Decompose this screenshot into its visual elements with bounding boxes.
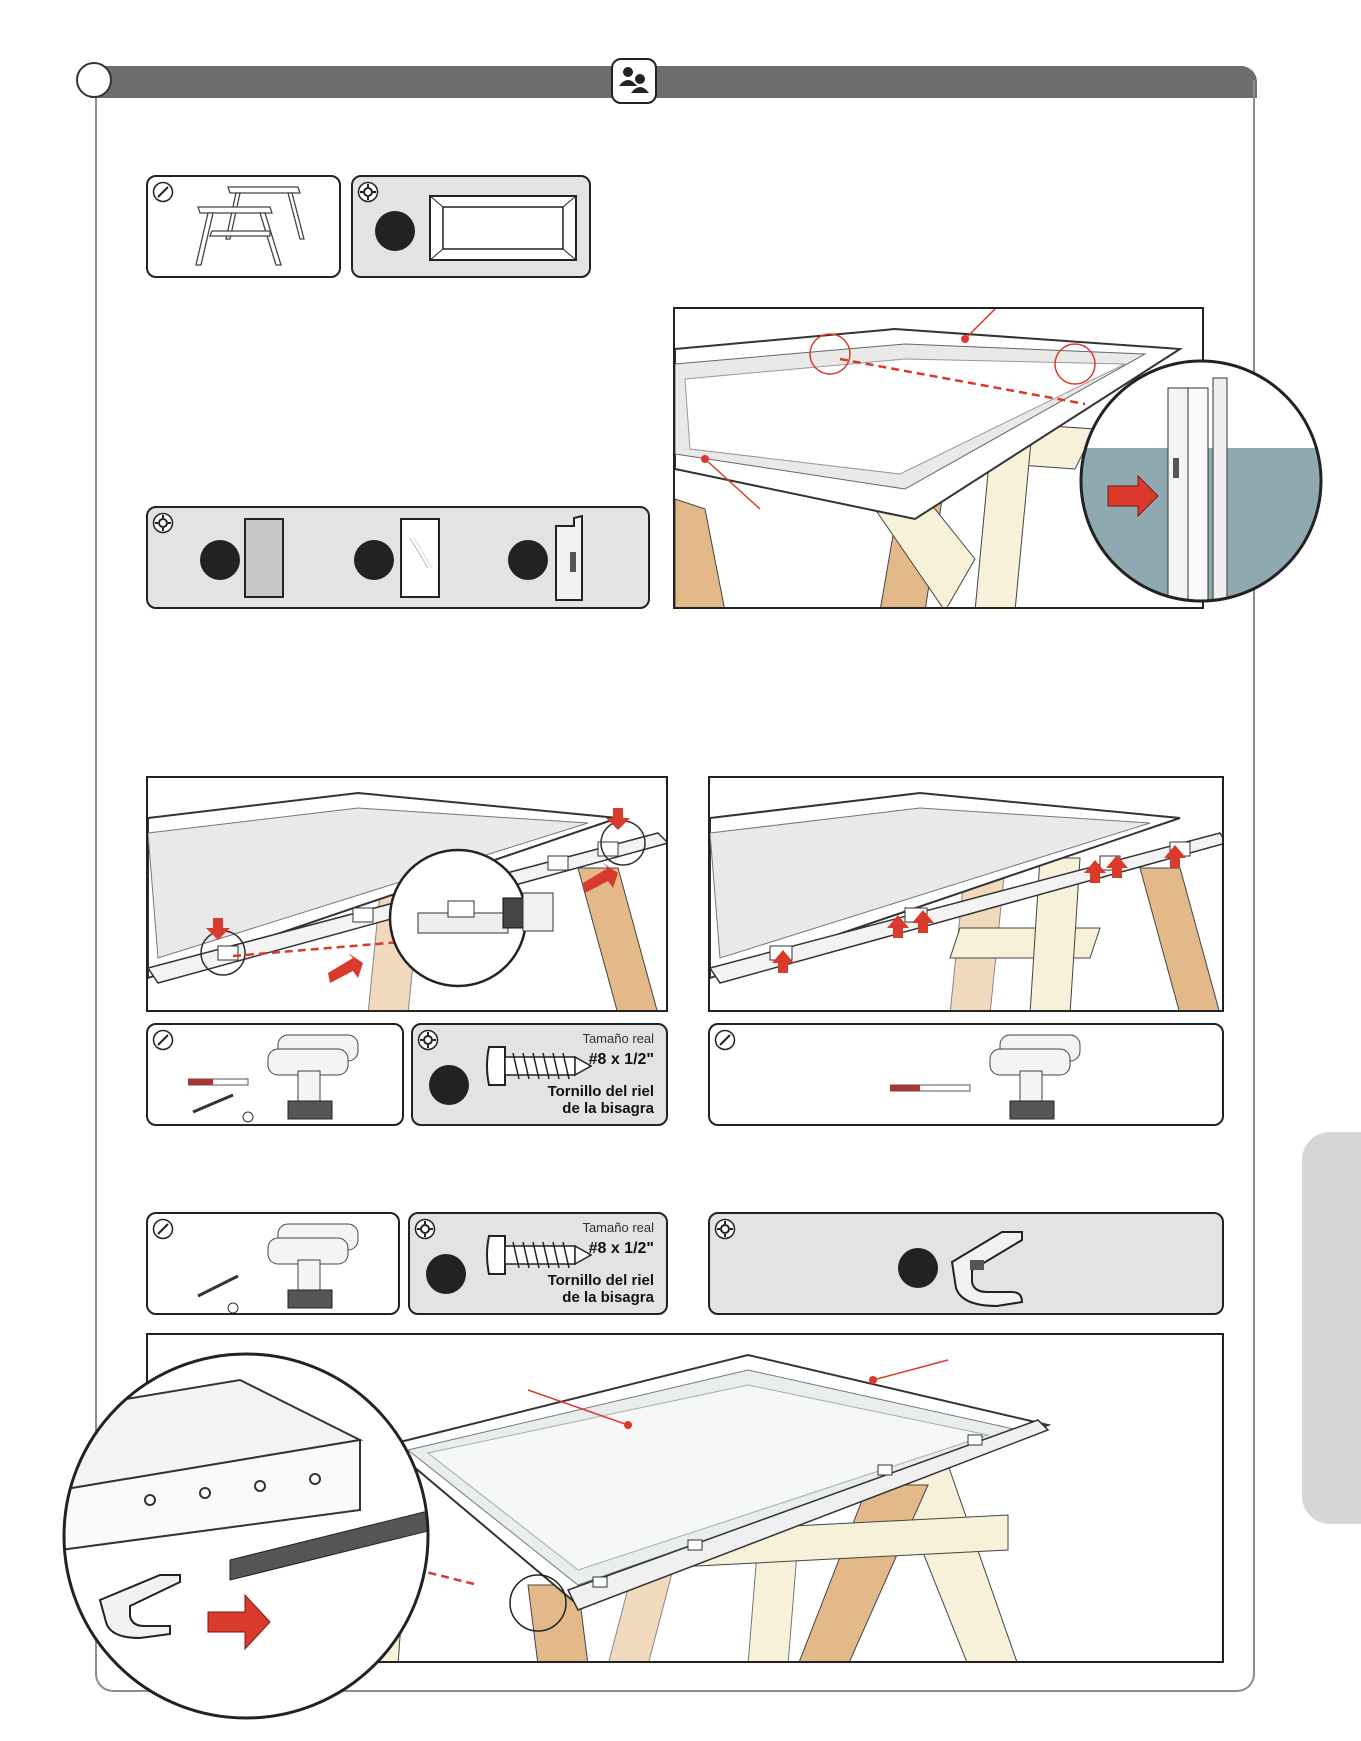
zoom-detail-clip-install (60, 1350, 432, 1722)
clip-bracket-illustration (942, 1222, 1042, 1310)
drill-illustration (890, 1027, 1090, 1125)
part-marker-dot (508, 540, 548, 580)
glass-pane-illustration (429, 195, 577, 261)
screw-size-label: #8 x 1/2" (589, 1240, 654, 1258)
tools-box-sawhorses (146, 175, 341, 278)
screw-size-caption: Tamaño real (582, 1220, 654, 1235)
screw-name-line2: de la bisagra (562, 1289, 654, 1306)
section-side-tab (1302, 1132, 1361, 1524)
gear-icon (714, 1218, 736, 1240)
screw-name-line2: de la bisagra (562, 1100, 654, 1117)
gear-icon (414, 1218, 436, 1240)
part-marker-dot (429, 1065, 469, 1105)
drill-illustration (188, 1027, 403, 1125)
part-marker-dot (354, 540, 394, 580)
screw-name-line1: Tornillo del riel (548, 1083, 654, 1100)
screw-size-label: #8 x 1/2" (589, 1051, 654, 1069)
tools-box-drill-bit (708, 1023, 1224, 1126)
gear-icon (357, 181, 379, 203)
gray-panel-illustration (244, 518, 286, 600)
gear-icon (417, 1029, 439, 1051)
screw-name-line1: Tornillo del riel (548, 1272, 654, 1289)
illustration-hinge-rail-screws (708, 776, 1224, 1012)
step-number-circle (76, 62, 112, 98)
illustration-attach-hinge-rail (146, 776, 668, 1012)
hardware-box-panels (146, 506, 650, 609)
wrench-icon (152, 1029, 174, 1051)
wrench-icon (152, 1218, 174, 1240)
two-person-icon (611, 58, 657, 104)
hardware-box-glass-panel (351, 175, 591, 278)
door-jamb-illustration (552, 512, 592, 604)
wrench-icon (152, 181, 174, 203)
sawhorses-illustration (188, 179, 338, 275)
hardware-box-clip (708, 1212, 1224, 1315)
part-marker-dot (375, 211, 415, 251)
gear-icon (152, 512, 174, 534)
hardware-box-screw: Tamaño real #8 x 1/2" Tornillo del riel … (411, 1023, 668, 1126)
clear-panel-illustration (400, 518, 442, 600)
zoom-detail-glass-insert (1078, 358, 1324, 604)
part-marker-dot (200, 540, 240, 580)
tools-box-drill-screwdriver (146, 1212, 400, 1315)
hardware-box-screw: Tamaño real #8 x 1/2" Tornillo del riel … (408, 1212, 668, 1315)
part-marker-dot (898, 1248, 938, 1288)
drill-illustration (188, 1216, 398, 1314)
wrench-icon (714, 1029, 736, 1051)
screw-size-caption: Tamaño real (582, 1031, 654, 1046)
tools-box-drill-bits (146, 1023, 404, 1126)
part-marker-dot (426, 1254, 466, 1294)
